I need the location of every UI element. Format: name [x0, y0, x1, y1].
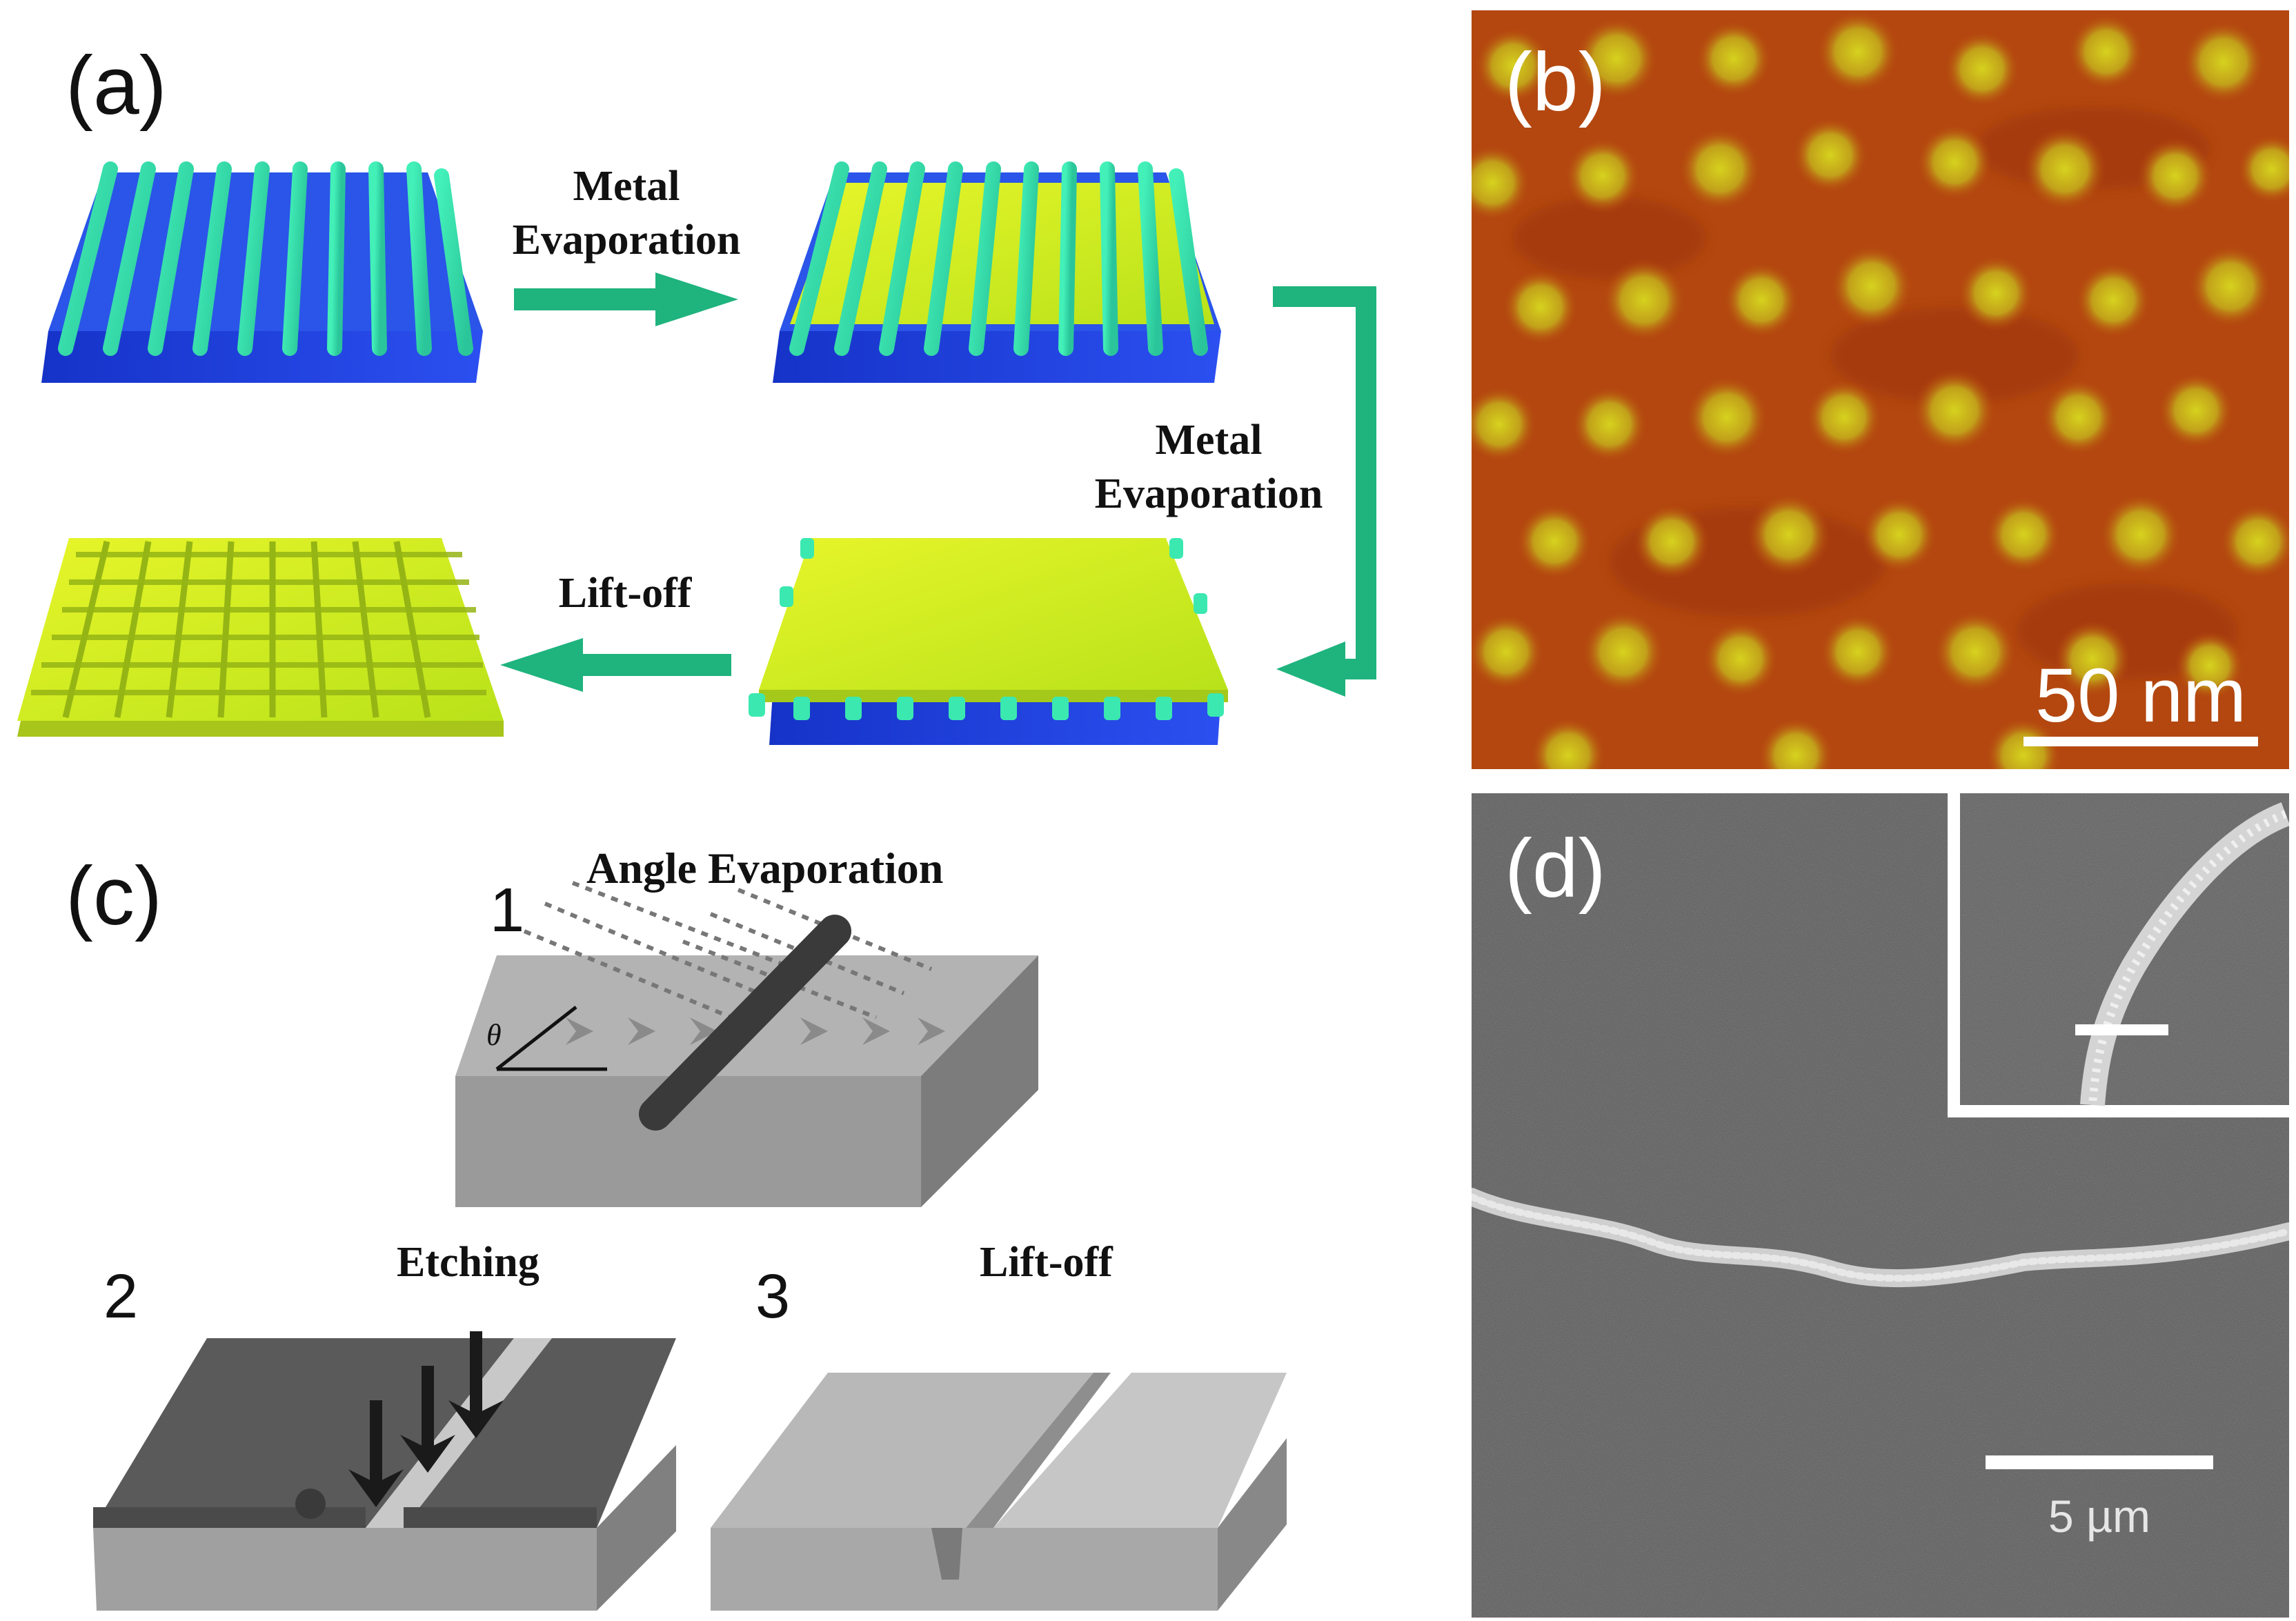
panel-d-label: (d) — [1505, 822, 1606, 915]
step3-title: Lift-off — [980, 1239, 1114, 1286]
panel-c-diagram: 1 Angle Evaporation θ — [93, 844, 1287, 1611]
arrow-metal-evaporation-2 — [1273, 286, 1376, 697]
inset-scalebar — [2075, 1024, 2168, 1035]
step3-number: 3 — [755, 1262, 790, 1331]
sem-scalebar — [1986, 1455, 2213, 1469]
panel-b-afm-image: (b) 50 nm — [1472, 10, 2289, 769]
sem-inset — [1948, 793, 2289, 1117]
step2-nanowire — [295, 1489, 326, 1519]
arrow-bottom-label: Lift-off — [559, 570, 693, 617]
step2-substrate — [93, 1338, 676, 1611]
step1-angle — [495, 1006, 607, 1071]
arrow-right-line2: Evaporation — [1095, 470, 1323, 517]
arrow-right-line1: Metal — [1156, 417, 1263, 464]
panel-b-label: (b) — [1505, 36, 1606, 128]
step1-evaporation-rays — [523, 881, 933, 1020]
panel-c: (c) 1 Angle Evaporation — [0, 786, 1449, 1621]
step1-arrowheads — [566, 1017, 945, 1045]
arrow-top-line1: Metal — [573, 163, 680, 210]
step1-nanowire — [639, 915, 851, 1131]
step2-number: 2 — [103, 1262, 138, 1331]
panel-a-diagram: Metal Evaporation — [17, 161, 1376, 745]
inset-nanowire — [2080, 802, 2289, 1106]
arrow-metal-evaporation-1 — [514, 272, 738, 326]
arrow-lift-off — [500, 638, 731, 692]
theta-symbol: θ — [486, 1018, 502, 1052]
afm-texture — [1472, 10, 2289, 769]
afm-scalebar-label: 50 nm — [2035, 653, 2246, 738]
stack-metal-pattern — [17, 538, 504, 737]
step2-etch-arrowheads — [348, 1400, 504, 1507]
step2-etch-arrows — [370, 1331, 482, 1497]
stack-metal-squares — [772, 161, 1225, 383]
arrow-top-line2: Evaporation — [513, 217, 741, 263]
sem-texture — [1472, 793, 2289, 1618]
sem-scalebar-label: 5 µm — [2048, 1491, 2151, 1542]
step1-substrate — [455, 955, 1038, 1207]
panel-a-label: (a) — [66, 39, 167, 132]
step1-number: 1 — [490, 876, 524, 945]
panel-c-label: (c) — [66, 850, 162, 942]
panel-a: (a) — [0, 0, 1449, 773]
panel-d-sem-image: (d) 5 µm — [1472, 793, 2289, 1618]
stack-grid-on-substrate — [41, 161, 491, 383]
stack-metal-film — [749, 538, 1228, 745]
afm-scalebar — [2023, 737, 2258, 746]
step1-title: Angle Evaporation — [586, 844, 943, 893]
step2-title: Etching — [397, 1239, 540, 1286]
step3-substrate — [711, 1373, 1287, 1611]
